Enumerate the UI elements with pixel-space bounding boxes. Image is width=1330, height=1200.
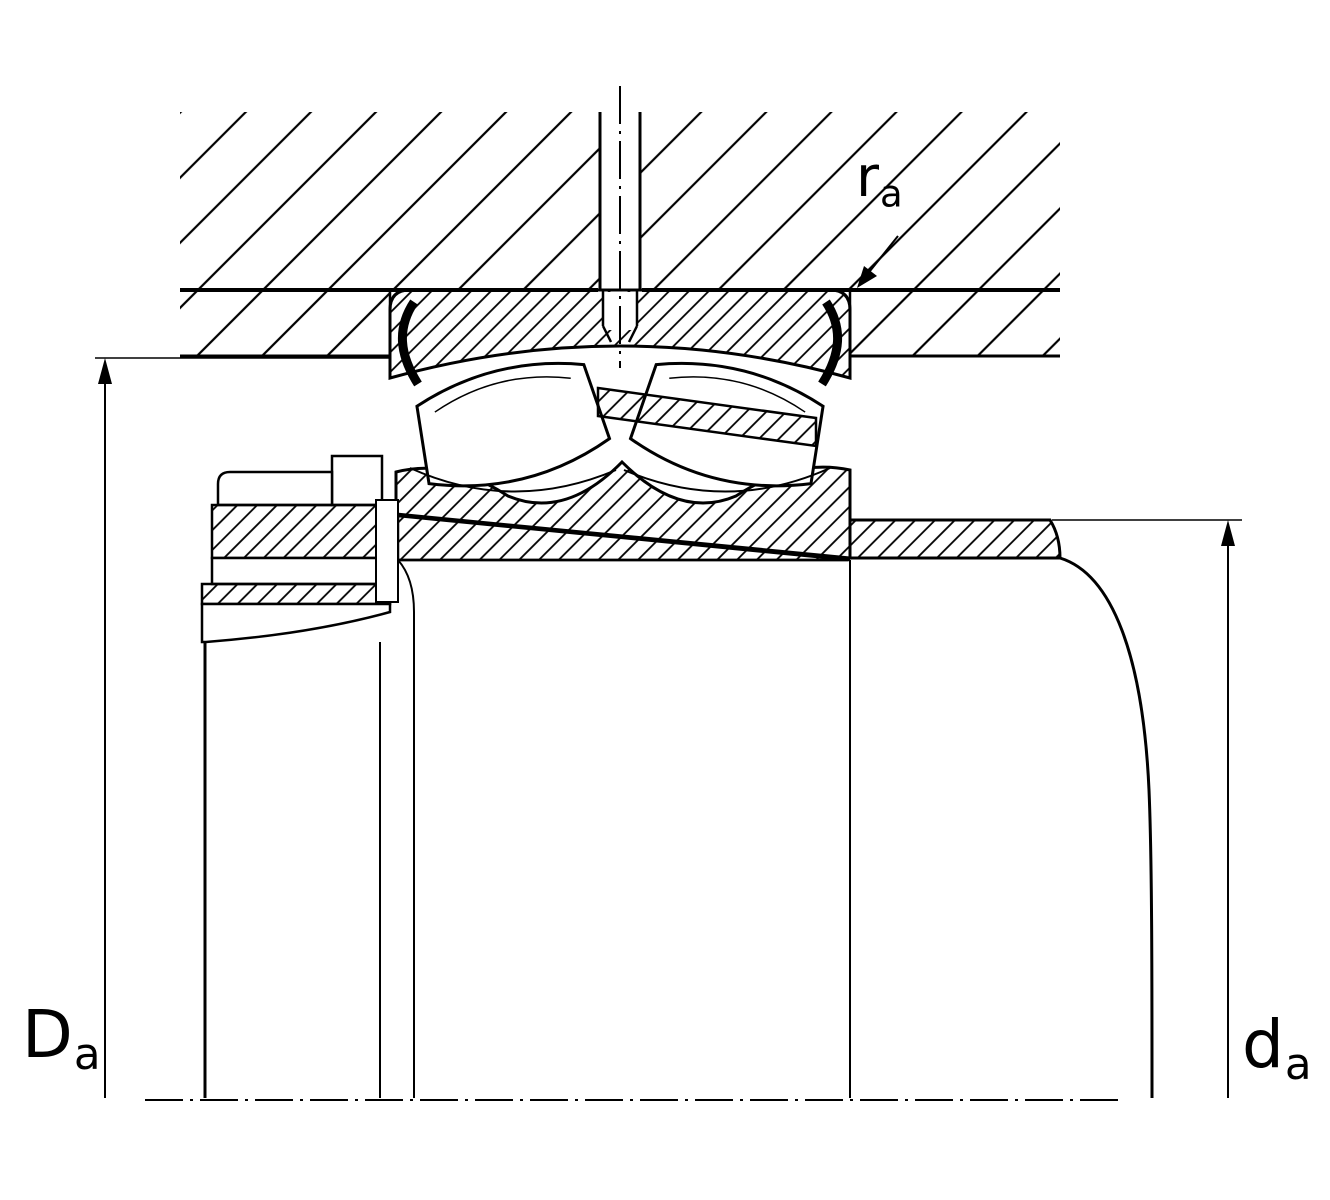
ra-subscript: a bbox=[880, 172, 904, 216]
housing-block-left bbox=[180, 112, 600, 290]
label-fillet-radius: ra bbox=[856, 150, 904, 213]
shaft-shoulder bbox=[848, 518, 1062, 560]
cage-and-guide-ring bbox=[409, 386, 831, 493]
dimension-Da bbox=[95, 357, 390, 1098]
washer-tab bbox=[375, 499, 399, 603]
ra-symbol: r bbox=[856, 145, 881, 210]
shaft-right-contour bbox=[1059, 556, 1154, 1099]
da-symbol: d bbox=[1242, 1006, 1285, 1083]
shaft-section bbox=[203, 518, 1154, 1099]
da-arrowhead bbox=[1221, 520, 1235, 546]
shaft-step-fillet bbox=[397, 559, 415, 613]
washer-flange bbox=[200, 602, 392, 644]
nut-cap bbox=[216, 470, 334, 507]
shaft-step-lines bbox=[379, 612, 415, 1098]
Da-symbol: D bbox=[22, 996, 74, 1073]
nut-lower-face bbox=[210, 556, 380, 586]
radius-ra-leader bbox=[857, 235, 899, 288]
housing-bore-band-right bbox=[850, 290, 1060, 356]
lock-nut-assembly bbox=[200, 454, 399, 644]
housing-bore-band-left bbox=[180, 290, 390, 356]
guide-ring bbox=[596, 386, 818, 448]
housing-block-right bbox=[640, 112, 1060, 290]
cage-arcs bbox=[409, 467, 831, 493]
washer-step bbox=[330, 454, 384, 507]
retainer-clip-left bbox=[398, 299, 422, 387]
Da-subscript: a bbox=[73, 1030, 102, 1081]
ra-leader-line bbox=[865, 235, 899, 277]
label-outside-abutment-diameter: Da bbox=[22, 1002, 102, 1078]
dimension-da bbox=[1052, 519, 1242, 1098]
roller-left bbox=[415, 361, 612, 488]
lock-washer bbox=[200, 582, 392, 606]
retainer-clip-right bbox=[818, 299, 842, 387]
da-subscript: a bbox=[1284, 1040, 1313, 1091]
lubrication-channel bbox=[598, 112, 642, 290]
lock-nut-body bbox=[210, 503, 380, 560]
centerlines bbox=[145, 86, 1125, 1101]
lube-hole bbox=[601, 290, 639, 343]
Da-arrowhead bbox=[98, 358, 112, 384]
label-inside-abutment-diameter: da bbox=[1242, 1012, 1313, 1088]
ra-arrowhead bbox=[857, 266, 877, 288]
housing-section bbox=[180, 112, 1060, 358]
